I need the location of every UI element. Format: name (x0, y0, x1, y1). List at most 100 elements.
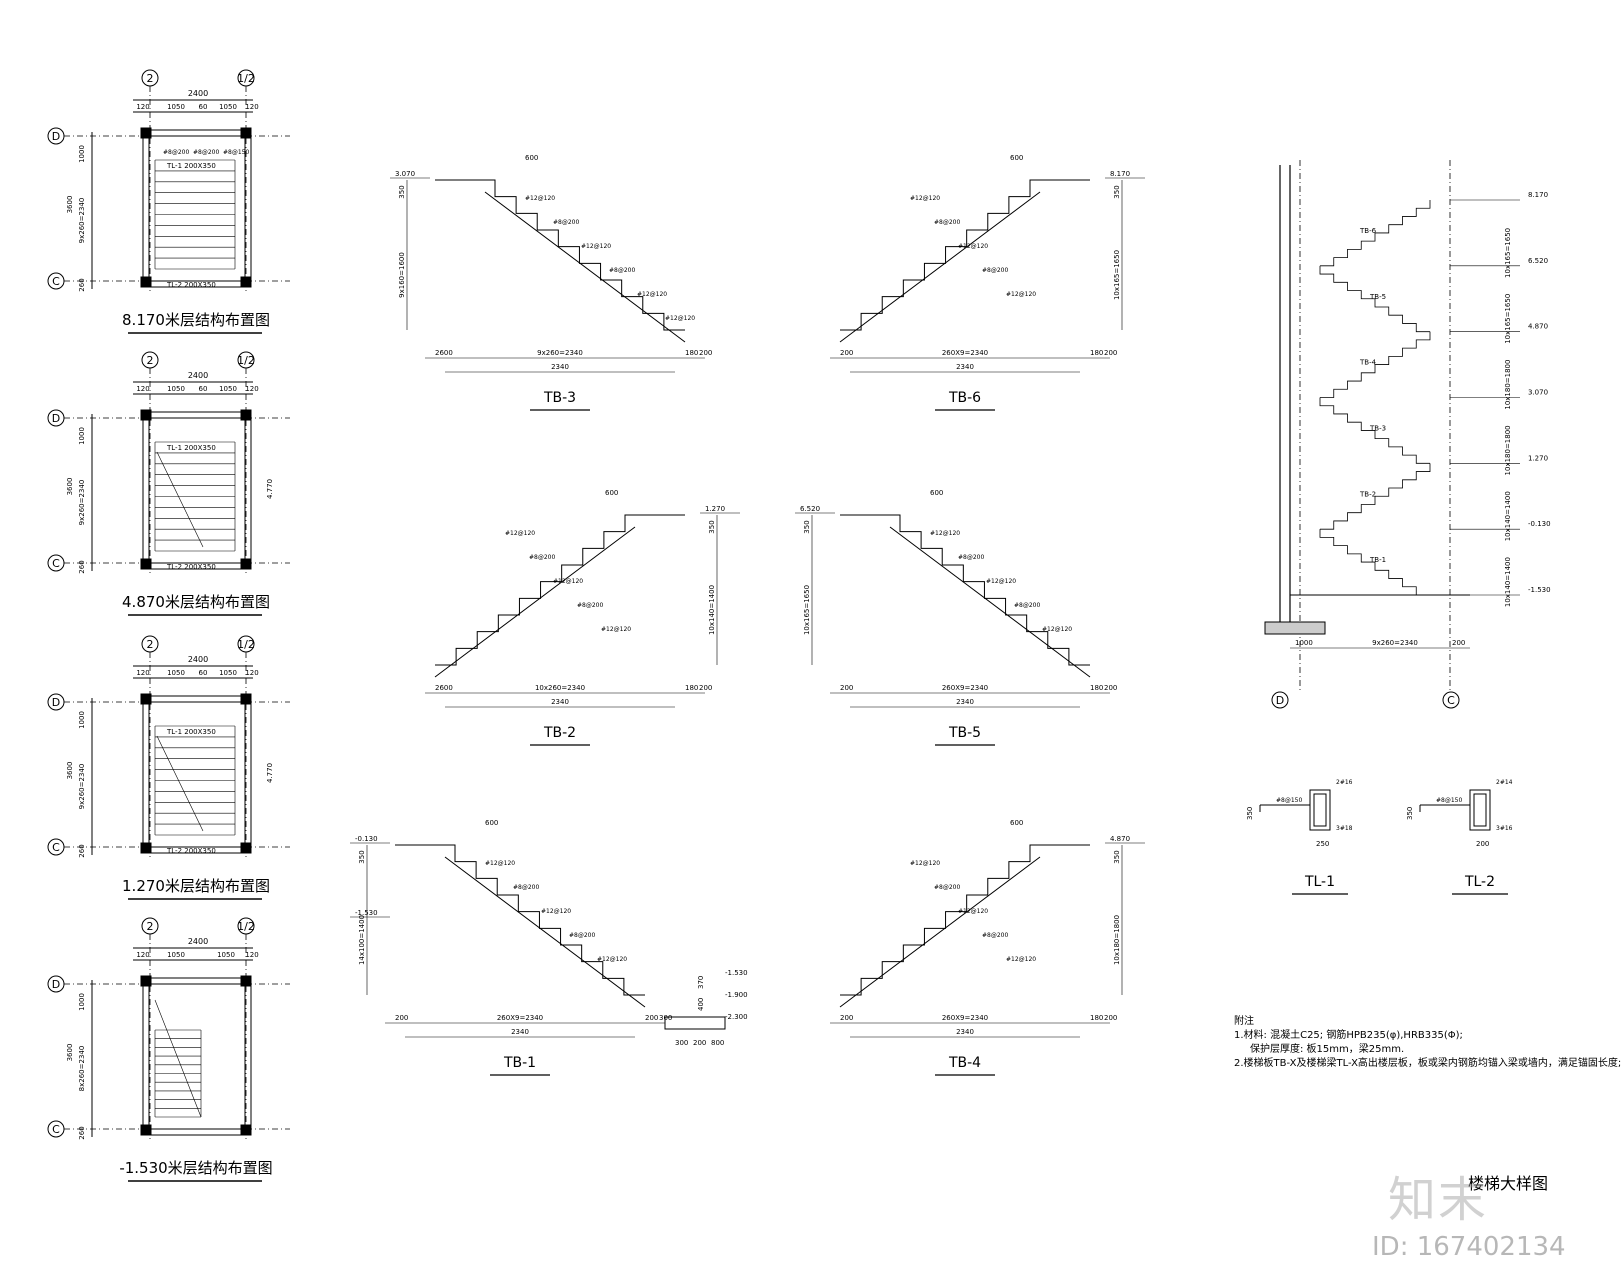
stair-dim: 260X9=2340 (942, 349, 988, 357)
section-level: 8.170 (1528, 191, 1548, 199)
stair-level: -1.530 (355, 909, 378, 917)
plan-dim-side: 260 (78, 278, 86, 291)
plan-beam-label: TL-1 200X350 (166, 728, 216, 736)
plan-dim-total: 2400 (188, 89, 208, 98)
section-flight (1320, 331, 1431, 398)
stair-section: 8.17010x165=1650TB-66.52010x165=1650TB-5… (1264, 160, 1551, 709)
column (140, 975, 152, 987)
stair-level: 6.520 (800, 505, 820, 513)
stair-rebar-label: #12@120 (525, 195, 555, 202)
stair-dim: 200 (1104, 349, 1117, 357)
plan-level-label: 4.770 (266, 479, 274, 499)
stair-soffit (484, 191, 686, 343)
section-level: 6.520 (1528, 257, 1548, 265)
plan-dim-side: 3600 (66, 478, 74, 496)
stair-rebar-label: #12@120 (958, 243, 988, 250)
stair-rebar-label: #12@120 (986, 578, 1016, 585)
plan-wall-outline (142, 977, 252, 1136)
stair-level: -0.130 (355, 835, 378, 843)
stair-dim: 200 (395, 1014, 408, 1022)
plan-level-label: 4.770 (266, 763, 274, 783)
stair-break (154, 999, 202, 1118)
stair-tread-dim: 600 (605, 489, 618, 497)
section-foundation (1264, 621, 1326, 635)
stair-profile (840, 514, 1090, 666)
stair-dim: 200 (699, 349, 712, 357)
beam-bottom-bar: 3#16 (1496, 825, 1513, 832)
notes-heading: 附注 (1234, 1016, 1254, 1027)
plan-title: 1.270米层结构布置图 (122, 877, 270, 895)
plan-dim-part: 120 (245, 669, 258, 677)
stair-level: 8.170 (1110, 170, 1130, 178)
stair-rebar-label: #8@200 (609, 267, 635, 274)
plan-beam-label: TL-1 200X350 (166, 444, 216, 452)
plan-rebar-label: #8@200 (193, 149, 219, 156)
axis-bubble-side-top-label: D (52, 130, 60, 143)
axis-bubble-side-bottom-label: C (52, 841, 60, 854)
stair-detail-tb-2: #12@120#8@200#12@120#8@200#12@1201.27010… (425, 489, 740, 746)
plan-dim-part: 120 (245, 385, 258, 393)
stair-soffit (839, 191, 1041, 343)
plan-dim-part: 60 (199, 103, 208, 111)
plan-dim-side: 1000 (78, 711, 86, 729)
stair-rebar-label: #8@200 (553, 219, 579, 226)
stair-detail-tb-4: #12@120#8@200#12@120#8@200#12@1204.87010… (830, 819, 1145, 1076)
stair-rebar-label: #12@120 (910, 860, 940, 867)
stair-tread-dim: 600 (1010, 154, 1023, 162)
plan-wall-inner (148, 983, 246, 1130)
stair-rebar-label: #12@120 (665, 315, 695, 322)
axis-bubble-top-right-label: 1/2 (237, 638, 255, 651)
stair-tread-dim: 600 (525, 154, 538, 162)
stair-level: 4.870 (1110, 835, 1130, 843)
plan-dim-part: 1050 (219, 669, 237, 677)
stair-rise-dim: 10x165=1650 (803, 585, 811, 635)
section-level: -0.130 (1528, 520, 1551, 528)
stair-detail-tb-5: #12@120#8@200#12@120#8@200#12@1206.52010… (795, 489, 1117, 746)
section-axis-c-label: C (1447, 694, 1455, 707)
stair-dim: 260X9=2340 (942, 1014, 988, 1022)
section-flight (1319, 529, 1430, 596)
general-notes: 附注 1.材料: 混凝土C25; 钢筋HPB235(φ),HRB335(Φ); … (1234, 1015, 1621, 1071)
section-level: 1.270 (1528, 454, 1548, 462)
stair-soffit (444, 856, 646, 1008)
stair-profile (435, 514, 685, 666)
stair-dim: 200 (645, 1014, 658, 1022)
plan-wall-outline (142, 129, 252, 288)
column (140, 276, 152, 288)
stair-dim: 180 (1090, 1014, 1103, 1022)
stair-landing-dim: 350 (358, 850, 366, 863)
stair-landing-dim: 350 (1113, 185, 1121, 198)
axis-bubble-side-top-label: D (52, 978, 60, 991)
stair-profile (840, 179, 1090, 331)
plan-dim-side: 260 (78, 844, 86, 857)
stair-dim: 180 (1090, 684, 1103, 692)
section-flight-label: TB-3 (1369, 424, 1386, 432)
stair-dim: 2340 (956, 1028, 974, 1036)
axis-bubble-top-left-label: 2 (147, 354, 154, 367)
section-flight-label: TB-1 (1369, 556, 1386, 564)
stair-rebar-label: #12@120 (485, 860, 515, 867)
stair-soffit (889, 526, 1091, 678)
stair-dim: 200 (699, 684, 712, 692)
section-flight-label: TB-6 (1359, 227, 1377, 235)
beam-top-bar: 2#16 (1336, 779, 1353, 786)
column (140, 842, 152, 854)
beam-bottom-bar: 3#18 (1336, 825, 1353, 832)
beam-height: 350 (1406, 807, 1414, 820)
section-flight-label: TB-5 (1369, 293, 1386, 301)
stair-rebar-label: #12@120 (505, 530, 535, 537)
plan-dim-part: 1050 (217, 951, 235, 959)
stair-landing-dim: 350 (1113, 850, 1121, 863)
stair-tread-dim: 600 (930, 489, 943, 497)
section-rise-dim: 10x140=1400 (1504, 491, 1512, 541)
stair-detail-tb-1: #12@120#8@200#12@120#8@200#12@120-0.130-… (350, 819, 748, 1076)
plan-beam-label: TL-2 200X350 (166, 281, 216, 289)
plan-dim-part: 120 (136, 103, 149, 111)
beam-stirrup (1473, 793, 1487, 827)
plan-dim-side: 1000 (78, 145, 86, 163)
watermark-mark: 知末 (1388, 1172, 1489, 1228)
axis-bubble-side-bottom-label: C (52, 275, 60, 288)
column (240, 409, 252, 421)
stair-label: TB-6 (948, 390, 981, 406)
